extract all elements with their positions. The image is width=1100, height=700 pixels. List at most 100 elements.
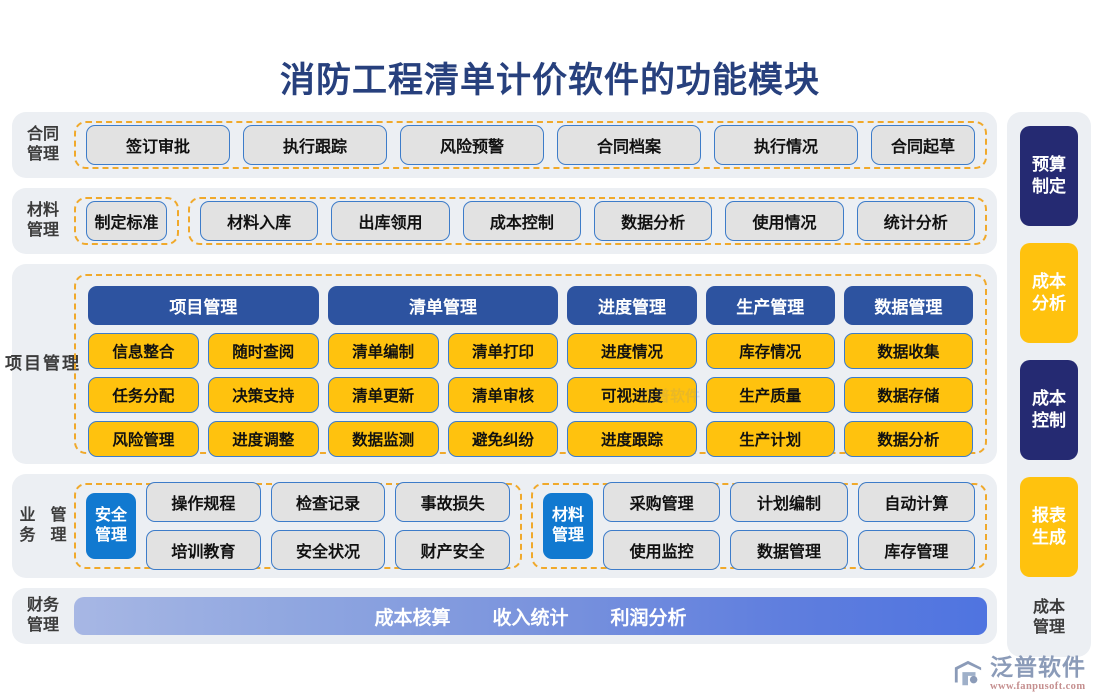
tag-material-management[interactable]: 材料 管理 bbox=[543, 493, 593, 559]
project-group-0-row-0: 信息整合 随时查阅 bbox=[88, 333, 319, 369]
sidebar-block-budget[interactable]: 预算 制定 bbox=[1020, 126, 1078, 226]
project-group-0: 项目管理 信息整合 随时查阅 任务分配 决策支持 风险管理 进度调整 bbox=[88, 286, 319, 457]
button-proj-3-0-0[interactable]: 库存情况 bbox=[705, 333, 835, 369]
button-material-2[interactable]: 成本控制 bbox=[462, 201, 581, 241]
project-group-1-header[interactable]: 清单管理 bbox=[327, 286, 559, 325]
row-business-management: 业务 管理 安全 管理 操作规程 检查记录 事故损失 bbox=[12, 474, 997, 578]
button-material-4[interactable]: 使用情况 bbox=[725, 201, 844, 241]
page-title: 消防工程清单计价软件的功能模块 bbox=[279, 61, 820, 100]
button-contract-5[interactable]: 合同起草 bbox=[871, 125, 975, 165]
button-material-1[interactable]: 出库领用 bbox=[331, 201, 450, 241]
button-material-5[interactable]: 统计分析 bbox=[856, 201, 975, 241]
button-proj-1-0-1[interactable]: 清单打印 bbox=[447, 333, 559, 369]
button-proj-0-0-1[interactable]: 随时查阅 bbox=[207, 333, 319, 369]
button-proj-0-1-1[interactable]: 决策支持 bbox=[207, 377, 319, 413]
project-group-4: 数据管理 数据收集 数据存储 数据分析 bbox=[843, 286, 974, 457]
button-proj-4-1-0[interactable]: 数据存储 bbox=[843, 377, 974, 413]
button-proj-2-2-0[interactable]: 进度跟踪 bbox=[567, 421, 697, 457]
project-group-4-header[interactable]: 数据管理 bbox=[843, 286, 974, 325]
button-proj-1-1-1[interactable]: 清单审核 bbox=[447, 377, 559, 413]
row-label-project: 项 目 管 理 bbox=[5, 264, 79, 464]
button-safety-1-2[interactable]: 财产安全 bbox=[395, 530, 511, 570]
button-matbiz-0-1[interactable]: 计划编制 bbox=[730, 482, 848, 522]
button-contract-4[interactable]: 执行情况 bbox=[714, 125, 858, 165]
tag-safety-management[interactable]: 安全 管理 bbox=[86, 493, 136, 559]
sidebar-block-budget-l1: 预算 bbox=[1032, 154, 1066, 174]
button-proj-2-1-0[interactable]: 可视进度 bbox=[567, 377, 697, 413]
sidebar-block-report-generation[interactable]: 报表 生成 bbox=[1020, 477, 1078, 577]
cost-management-sidebar: 预算 制定 成本 分析 成本 控制 报表 生成 成本 管理 bbox=[1007, 112, 1091, 657]
button-safety-0-1[interactable]: 检查记录 bbox=[270, 482, 386, 522]
button-proj-0-0-0[interactable]: 信息整合 bbox=[88, 333, 199, 369]
sidebar-caption-l2: 管理 bbox=[1032, 619, 1065, 636]
fanpu-logo-icon bbox=[954, 660, 982, 685]
project-group-3-header[interactable]: 生产管理 bbox=[705, 286, 835, 325]
button-safety-1-1[interactable]: 安全状况 bbox=[270, 530, 386, 570]
project-group-2-row-1: 可视进度 bbox=[567, 377, 697, 413]
button-matbiz-0-2[interactable]: 自动计算 bbox=[857, 482, 975, 522]
button-proj-1-1-0[interactable]: 清单更新 bbox=[327, 377, 439, 413]
tag-material-l1: 材料 bbox=[551, 507, 584, 524]
row-finance-management: 财务 管理 成本核算 收入统计 利润分析 bbox=[12, 588, 997, 644]
sidebar-block-cost-analysis[interactable]: 成本 分析 bbox=[1020, 243, 1078, 343]
sidebar-block-cost-control-l2: 控制 bbox=[1032, 411, 1066, 430]
material-biz-row-1: 使用监控 数据管理 库存管理 bbox=[603, 530, 975, 570]
button-proj-0-2-0[interactable]: 风险管理 bbox=[88, 421, 199, 457]
row-label-project-c1: 目 bbox=[24, 354, 43, 374]
material-biz-row-0: 采购管理 计划编制 自动计算 bbox=[603, 482, 975, 522]
button-matbiz-1-1[interactable]: 数据管理 bbox=[730, 530, 848, 570]
button-proj-1-0-0[interactable]: 清单编制 bbox=[327, 333, 439, 369]
button-proj-3-1-0[interactable]: 生产质量 bbox=[705, 377, 835, 413]
button-matbiz-1-0[interactable]: 使用监控 bbox=[603, 530, 721, 570]
button-proj-1-2-1[interactable]: 避免纠纷 bbox=[447, 421, 559, 457]
button-matbiz-0-0[interactable]: 采购管理 bbox=[603, 482, 721, 522]
sidebar-caption: 成本 管理 bbox=[1033, 598, 1065, 638]
project-group-3-row-1: 生产质量 bbox=[705, 377, 835, 413]
logo-url: www.fanpusoft.com bbox=[990, 680, 1086, 692]
button-proj-4-0-0[interactable]: 数据收集 bbox=[843, 333, 974, 369]
button-proj-3-2-0[interactable]: 生产计划 bbox=[705, 421, 835, 457]
button-contract-3[interactable]: 合同档案 bbox=[557, 125, 701, 165]
row-label-finance-l2: 管理 bbox=[26, 617, 59, 634]
button-proj-1-2-0[interactable]: 数据监测 bbox=[327, 421, 439, 457]
project-group-4-row-2: 数据分析 bbox=[843, 421, 974, 457]
row-label-finance-l1: 财务 bbox=[26, 597, 59, 614]
button-finance-2[interactable]: 利润分析 bbox=[610, 607, 687, 629]
material-dashed-group-main: 材料入库 出库领用 成本控制 数据分析 使用情况 统计分析 bbox=[188, 197, 987, 245]
button-material-standard[interactable]: 制定标准 bbox=[86, 201, 167, 241]
button-finance-0[interactable]: 成本核算 bbox=[374, 607, 451, 629]
button-safety-0-2[interactable]: 事故损失 bbox=[395, 482, 511, 522]
button-contract-2[interactable]: 风险预警 bbox=[400, 125, 544, 165]
button-material-3[interactable]: 数据分析 bbox=[593, 201, 713, 241]
tag-safety-l1: 安全 bbox=[94, 507, 127, 524]
row-label-business: 业务 管理 bbox=[12, 474, 74, 578]
safety-row-1: 培训教育 安全状况 财产安全 bbox=[146, 530, 511, 570]
button-proj-0-1-0[interactable]: 任务分配 bbox=[88, 377, 199, 413]
logo-text-block: 泛普软件 www.fanpusoft.com bbox=[990, 653, 1086, 693]
row-label-finance: 财务 管理 bbox=[12, 596, 74, 636]
row-contract-management: 合同 管理 签订审批 执行跟踪 风险预警 合同档案 执行情况 合同起草 bbox=[12, 112, 997, 178]
button-contract-1[interactable]: 执行跟踪 bbox=[243, 125, 387, 165]
button-proj-0-2-1[interactable]: 进度调整 bbox=[207, 421, 319, 457]
button-safety-1-0[interactable]: 培训教育 bbox=[146, 530, 261, 570]
button-finance-1[interactable]: 收入统计 bbox=[492, 607, 569, 629]
project-group-3-row-0: 库存情况 bbox=[705, 333, 835, 369]
project-group-2-header[interactable]: 进度管理 bbox=[567, 286, 697, 325]
button-contract-0[interactable]: 签订审批 bbox=[86, 125, 230, 165]
button-matbiz-1-2[interactable]: 库存管理 bbox=[857, 530, 975, 570]
row-label-material-l1: 材料 bbox=[26, 202, 59, 219]
project-group-3: 生产管理 库存情况 生产质量 生产计划 bbox=[705, 286, 835, 457]
project-group-4-row-1: 数据存储 bbox=[843, 377, 974, 413]
project-group-2-row-2: 进度跟踪 bbox=[567, 421, 697, 457]
button-proj-2-0-0[interactable]: 进度情况 bbox=[567, 333, 697, 369]
business-dashed-group-safety: 安全 管理 操作规程 检查记录 事故损失 培训教育 安全状况 财产安全 bbox=[74, 482, 522, 570]
button-safety-0-0[interactable]: 操作规程 bbox=[146, 482, 261, 522]
logo-company-name: 泛普软件 bbox=[990, 653, 1086, 680]
sidebar-block-cost-control[interactable]: 成本 控制 bbox=[1020, 360, 1078, 460]
material-dashed-group-standard: 制定标准 bbox=[74, 197, 179, 245]
button-proj-4-2-0[interactable]: 数据分析 bbox=[843, 421, 974, 457]
project-group-2-row-0: 进度情况 bbox=[567, 333, 697, 369]
button-material-0[interactable]: 材料入库 bbox=[200, 201, 319, 241]
project-group-0-header[interactable]: 项目管理 bbox=[88, 286, 319, 325]
row-label-project-c0: 项 bbox=[5, 354, 24, 374]
